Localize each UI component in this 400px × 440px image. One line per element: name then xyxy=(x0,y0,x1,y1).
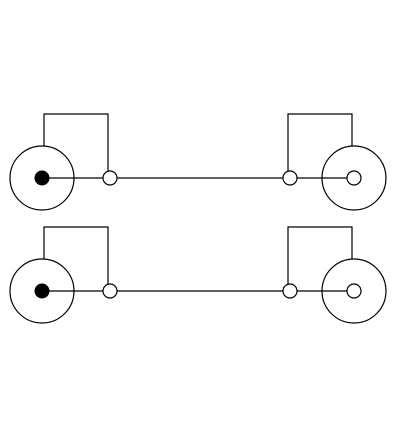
right-junction xyxy=(282,170,298,186)
cable-2 xyxy=(9,226,387,324)
left-junction xyxy=(102,170,118,186)
right-shield-wire xyxy=(287,113,353,171)
left-shield-wire xyxy=(43,226,109,284)
right-connector-body xyxy=(321,145,387,211)
right-junction xyxy=(282,283,298,299)
left-connector-pin xyxy=(34,283,50,299)
left-junction xyxy=(102,283,118,299)
left-connector-body xyxy=(9,258,75,324)
right-connector-socket xyxy=(346,170,362,186)
right-connector-socket xyxy=(346,283,362,299)
right-connector-body xyxy=(321,258,387,324)
right-shield-wire xyxy=(287,226,353,284)
left-connector-body xyxy=(9,145,75,211)
cable-1 xyxy=(9,113,387,211)
left-connector-pin xyxy=(34,170,50,186)
left-shield-wire xyxy=(43,113,109,171)
